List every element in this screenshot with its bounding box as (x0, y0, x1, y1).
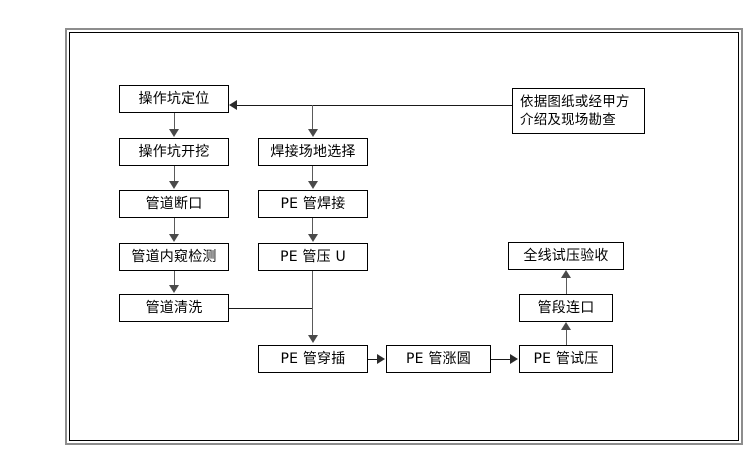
edge-cleaning-to-trunk-line (229, 308, 313, 309)
edge-u-pressing-to-insertion-arrowhead (308, 335, 318, 343)
edge-cut-to-inspection-arrowhead (169, 234, 179, 242)
edge-rerounding-to-pressure-test-arrowhead (510, 354, 518, 364)
edge-connection-to-acceptance-line (566, 278, 567, 294)
edge-pressure-test-to-connection-arrowhead (561, 322, 571, 330)
node-operation-pit-excavation: 操作坑开挖 (119, 138, 229, 166)
edge-welding-site-to-welding-arrowhead (308, 181, 318, 189)
edge-cut-to-inspection-line (174, 218, 175, 235)
edge-insertion-to-rerounding-line (368, 359, 378, 360)
node-full-line-pressure-acceptance: 全线试压验收 (508, 242, 624, 270)
edge-positioning-to-excavation-arrowhead (169, 129, 179, 137)
node-welding-site-selection: 焊接场地选择 (258, 138, 368, 166)
node-pipeline-cut: 管道断口 (119, 190, 229, 218)
edge-excavation-to-cut-line (174, 166, 175, 182)
edge-source-to-welding-site-line (312, 105, 313, 130)
node-pe-pipe-welding: PE 管焊接 (258, 190, 368, 218)
node-pe-pipe-u-pressing: PE 管压 U (258, 243, 368, 271)
edge-u-pressing-to-insertion-line (312, 271, 313, 336)
edge-source-to-welding-site-arrowhead (308, 129, 318, 137)
node-pe-pipe-insertion: PE 管穿插 (258, 345, 368, 373)
edge-welding-to-u-pressing-line (312, 218, 313, 235)
node-based-on-drawings-and-site-survey: 依据图纸或经甲方 介绍及现场勘查 (512, 88, 645, 134)
node-pipeline-cleaning: 管道清洗 (119, 294, 229, 322)
node-pe-pipe-rerounding: PE 管涨圆 (386, 345, 491, 373)
node-operation-pit-positioning: 操作坑定位 (119, 85, 229, 113)
edge-insertion-to-rerounding-arrowhead (377, 354, 385, 364)
edge-connection-to-acceptance-arrowhead (561, 270, 571, 278)
edge-welding-to-u-pressing-arrowhead (308, 234, 318, 242)
node-pipeline-endoscopic-inspection: 管道内窥检测 (119, 243, 229, 271)
edge-inspection-to-cleaning-arrowhead (169, 285, 179, 293)
edge-inspection-to-cleaning-line (174, 271, 175, 286)
node-pipe-section-connection: 管段连口 (519, 294, 613, 322)
edge-rerounding-to-pressure-test-line (491, 359, 510, 360)
edge-positioning-to-excavation-line (174, 113, 175, 130)
edge-pressure-test-to-connection-line (566, 330, 567, 345)
edge-excavation-to-cut-arrowhead (169, 181, 179, 189)
edge-source-to-positioning-arrowhead (229, 100, 237, 110)
node-pe-pipe-pressure-test: PE 管试压 (519, 345, 613, 373)
edge-welding-site-to-welding-line (312, 166, 313, 182)
edge-source-to-positioning-line (237, 105, 513, 106)
